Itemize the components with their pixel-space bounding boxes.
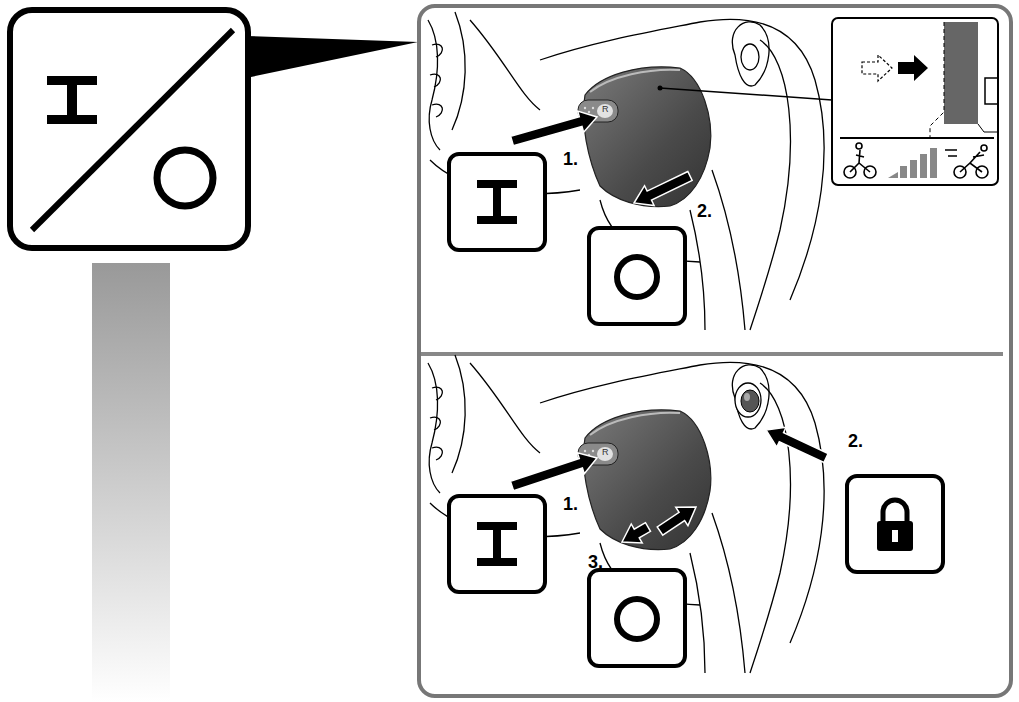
step-number: 2. — [848, 432, 863, 450]
motion-arrow — [766, 427, 828, 462]
shifter-scene — [428, 12, 824, 330]
panel — [419, 6, 1011, 696]
divider — [421, 352, 1003, 356]
inset-display — [658, 18, 999, 185]
callout-wedge — [246, 36, 418, 78]
motion-arrow — [657, 507, 696, 535]
step-number: 2. — [697, 202, 712, 220]
motion-arrow — [510, 453, 597, 491]
on-icon — [449, 154, 545, 250]
shifter-scene — [428, 355, 824, 673]
on-icon — [449, 496, 545, 592]
motion-arrow — [622, 523, 650, 543]
power-icon — [10, 10, 248, 248]
button-letter: R — [602, 448, 609, 457]
step-number: 1. — [563, 150, 578, 168]
lock-button — [735, 383, 761, 417]
step-number: 3. — [588, 553, 603, 571]
lock-icon — [847, 476, 943, 572]
gradient-bar — [92, 263, 170, 702]
motion-arrow — [634, 171, 692, 205]
button-letter: R — [602, 105, 609, 114]
motion-arrow — [511, 111, 597, 146]
step-number: 1. — [563, 495, 578, 513]
off-icon — [589, 228, 685, 324]
off-icon — [589, 570, 685, 666]
